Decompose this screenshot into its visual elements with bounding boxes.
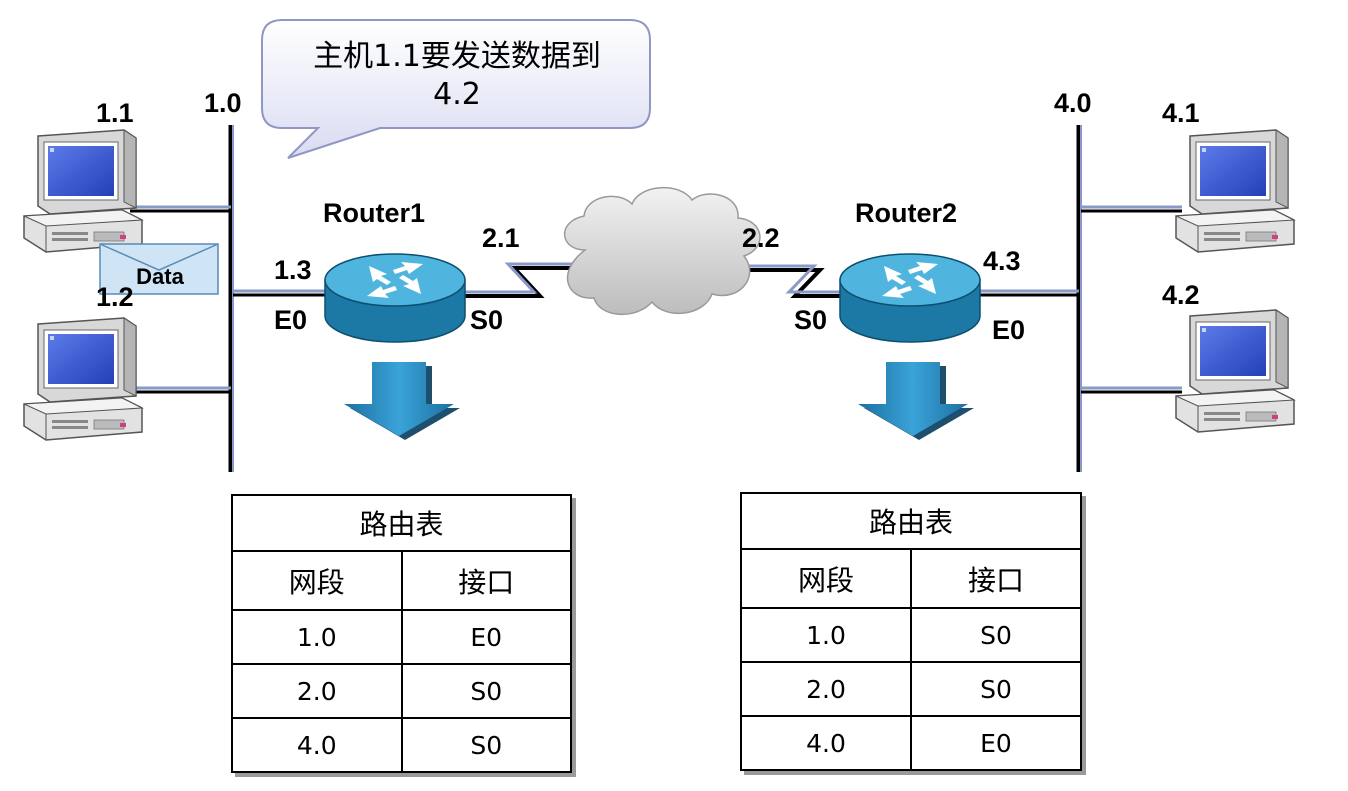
host-label-4-2: 4.2 — [1162, 280, 1200, 310]
table-row: 2.0 S0 — [740, 661, 1082, 717]
table2-col-interface: 接口 — [910, 548, 1082, 609]
host-link-4-1 — [1081, 205, 1182, 213]
table1-col-segment: 网段 — [231, 550, 403, 611]
router2-lookup-arrow — [858, 362, 974, 440]
host-link-1-2 — [130, 386, 231, 394]
callout-line-2: 4.2 — [433, 77, 481, 112]
host-1-1-icon — [23, 129, 143, 253]
table2-row2-segment: 2.0 — [740, 661, 912, 717]
packet-label: Data — [136, 264, 184, 289]
host-4-1-icon — [1175, 129, 1295, 253]
router1-e0-ip: 1.3 — [274, 255, 312, 285]
router1-s0-ip: 2.1 — [482, 223, 520, 253]
serial-link-left — [462, 262, 575, 298]
router2-e0-label: E0 — [992, 315, 1026, 345]
table2-title: 路由表 — [740, 492, 1082, 550]
table2-row3-segment: 4.0 — [740, 715, 912, 771]
data-packet-envelope — [99, 243, 219, 295]
callout-line-1: 主机1.1要发送数据到 — [313, 39, 601, 74]
router2-routing-table: 路由表 网段 接口 1.0 S0 2.0 S0 4.0 E0 — [740, 492, 1082, 771]
serial-link-right — [735, 264, 845, 298]
host-4-2-icon — [1175, 309, 1295, 433]
table1-row3-iface: S0 — [400, 717, 572, 773]
table1-col-interface: 接口 — [400, 550, 572, 611]
callout-bubble — [261, 19, 651, 159]
table1-row1-iface: E0 — [400, 609, 572, 665]
wan-cloud — [563, 187, 761, 315]
table1-row3-segment: 4.0 — [231, 717, 403, 773]
table-row: 1.0 E0 — [231, 609, 572, 665]
router2-s0-label: S0 — [794, 305, 828, 335]
segment-label-left: 1.0 — [204, 88, 242, 118]
router1-icon — [324, 253, 466, 343]
host-link-4-2 — [1081, 386, 1182, 394]
table1-row2-segment: 2.0 — [231, 663, 403, 719]
table1-row2-iface: S0 — [400, 663, 572, 719]
host-label-4-1: 4.1 — [1162, 98, 1200, 128]
table2-row3-iface: E0 — [910, 715, 1082, 771]
router1-s0-label: S0 — [470, 305, 504, 335]
callout-text: 主机1.1要发送数据到 4.2 — [262, 38, 652, 114]
router1-e0-link — [233, 289, 325, 297]
router1-name: Router1 — [323, 198, 426, 228]
table-row: 2.0 S0 — [231, 663, 572, 719]
table-row: 4.0 E0 — [740, 715, 1082, 771]
table2-row1-segment: 1.0 — [740, 607, 912, 663]
host-label-1-1: 1.1 — [96, 98, 134, 128]
segment-label-right: 4.0 — [1054, 88, 1092, 118]
table1-row1-segment: 1.0 — [231, 609, 403, 665]
router2-icon — [839, 253, 981, 343]
table-row: 1.0 S0 — [740, 607, 1082, 663]
router2-s0-ip: 2.2 — [742, 223, 780, 253]
host-label-1-2: 1.2 — [96, 282, 134, 312]
router2-e0-ip: 4.3 — [983, 246, 1021, 276]
table2-row2-iface: S0 — [910, 661, 1082, 717]
router1-routing-table: 路由表 网段 接口 1.0 E0 2.0 S0 4.0 S0 — [231, 494, 572, 773]
table1-title: 路由表 — [231, 494, 572, 552]
table2-col-segment: 网段 — [740, 548, 912, 609]
table2-row1-iface: S0 — [910, 607, 1082, 663]
router2-name: Router2 — [855, 198, 958, 228]
router1-e0-label: E0 — [274, 305, 308, 335]
host-link-1-1 — [130, 205, 231, 213]
table-row: 4.0 S0 — [231, 717, 572, 773]
host-1-2-icon — [23, 317, 143, 441]
router1-lookup-arrow — [344, 362, 460, 440]
router2-e0-link — [978, 289, 1079, 297]
